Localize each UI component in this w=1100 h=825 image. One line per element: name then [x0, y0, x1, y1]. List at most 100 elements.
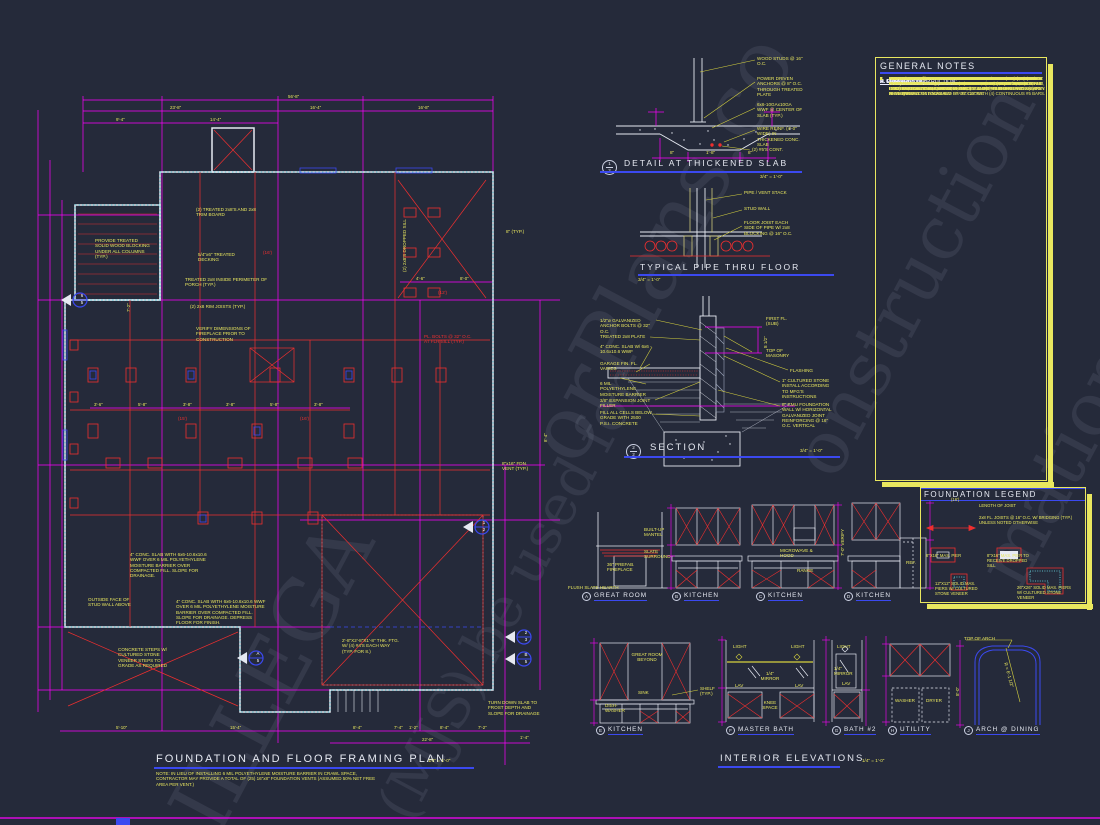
dimension-label: 5'-8": [138, 402, 147, 407]
elevation-name: KITCHEN: [684, 592, 720, 601]
note-line: 1. CARRY ALL FOOTINGS TO FIRM UNDISTURBE…: [880, 76, 1040, 97]
elevation-label: LIGHT: [837, 644, 851, 649]
plan-red-tag: (16'): [263, 250, 273, 255]
note-line: E. PIER FOOTINGS:: [880, 79, 931, 85]
section-title: SECTION: [650, 442, 707, 453]
callout: 8 1/2": [763, 336, 768, 348]
elevation-letter-bubble: F: [726, 726, 735, 735]
callout: PIPE / VENT STACK: [744, 190, 787, 195]
elevation-title: D KITCHEN: [844, 592, 892, 601]
elevation-letter-bubble: A: [582, 592, 591, 601]
plan-annotation: 8"x16" FDN. VENT (TYP.): [502, 461, 529, 472]
plan-title: FOUNDATION AND FLOOR FRAMING PLAN: [156, 753, 447, 765]
plan-annotation: 4" CONC. SLAB WITH 6x6-10.6x10.6 WWF OVE…: [176, 599, 266, 626]
note-line: 8. INSTALL EXTERIOR FINISH SYSTEMS PER M…: [880, 76, 1041, 92]
plan-annotation: PROVIDE TREATED SOLID WOOD BLOCKING UNDE…: [95, 238, 150, 259]
note-line: 2. PROVIDE DOUBLE JOISTS BELOW ALL PARAL…: [880, 76, 1037, 87]
general-notes-title: GENERAL NOTES: [880, 61, 1042, 74]
note-line: 4. SHEATH ALL EXTERIOR WALLS WITH NOMINA…: [880, 76, 1043, 87]
note-line: 4. FILL PIERS SOLID WITH 2500 P.S.I. CON…: [880, 76, 1008, 81]
elevation-name: MASTER BATH: [738, 726, 794, 735]
legend-glyphs: [925, 524, 1064, 595]
note-line: 2. PROVIDE 2'-0"x2'-8"x1'-8" DEEP CONCRE…: [880, 76, 1040, 87]
callout: FLOOR JOIST EACH SIDE OF PIPE W/ 2x8 BLO…: [744, 220, 793, 236]
plan-annotation: (2) TREATED 2x8'S AND 2x8 TRIM BOARD: [196, 207, 256, 218]
detail-reference-marker: 2 3: [504, 629, 532, 645]
callout: POWER DRIVEN ANCHORS @ 8" O.C. THROUGH T…: [757, 76, 803, 97]
dimension-label: 14'-4": [210, 117, 222, 122]
plan-annotation: 5/4"x6" TREATED DECKING: [198, 252, 235, 263]
interior-elevations-title: INTERIOR ELEVATIONS: [720, 753, 865, 764]
note-line: 4. ALL WOOD USED IN CONSTRUCTION OF DECK…: [880, 76, 1045, 92]
dimension-label: 5'-8": [270, 402, 279, 407]
dimension-label: 7'-2": [126, 303, 131, 312]
callout: WIRE REINF. (4'-0" WIDE) IN THICKENED CO…: [757, 126, 800, 147]
note-line: 4. PROVIDE BLOCKING BETWEEN STUDS AT 4'-…: [880, 76, 1013, 81]
elevation-label: 36" PREFAB. FIREPLACE: [607, 562, 635, 573]
section-bubble: 2 2: [626, 444, 641, 459]
detail-reference-marker: 1 2: [462, 519, 490, 535]
plan-annotation: TURN DOWN SLAB TO FROST DEPTH AND SLOPE …: [488, 700, 540, 716]
dimension-label: 8'-4": [440, 725, 449, 730]
dimension-label: 3'-8": [183, 402, 192, 407]
elevation-label: TOP OF ARCH: [964, 636, 995, 641]
dimension-label: 9'-4": [116, 117, 125, 122]
note-line: 2. CONTRACTOR SHALL VERIFY ALL DIMENSION…: [880, 76, 990, 81]
dimension-label: 3'-6": [94, 402, 103, 407]
callout: 6x6-10GAx10GA WWF @ CENTER OF SLAB (TYP.…: [757, 102, 803, 118]
callout: FLASHING: [790, 368, 813, 373]
note-line: 3. PROVIDE 2'-8" SQUARE x1'-8" DEEP CONC…: [880, 76, 1035, 87]
foundation-legend-panel: FOUNDATION LEGEND LENGTH OF JOIST(16')2x…: [920, 487, 1093, 610]
dimension-label: 3'-8": [314, 402, 323, 407]
legend-label: LENGTH OF JOIST: [979, 503, 1016, 508]
elevation-label: 1/4" MIRROR: [834, 666, 853, 677]
elevation-label: 1/4" MIRROR: [760, 671, 780, 682]
elevation-label: MICROWAVE & HOOD: [780, 548, 813, 559]
elevation-name: GREAT ROOM: [594, 592, 648, 601]
dimension-label: 15'-4": [230, 725, 242, 730]
elevation-letter-bubble: C: [756, 592, 765, 601]
note-line: 1. PROVIDE 1'-8"x1'-4"x1'-8" DEEP CONCRE…: [880, 76, 1040, 87]
elevation-label: LAV: [842, 681, 851, 686]
legend-label: 8"X16" MAS. PIER: [926, 553, 962, 558]
legend-label: 8"X16" MAS. PIER TO RECEIVE DROPPED SILL: [987, 553, 1029, 568]
dimension-label: 4'-6": [416, 276, 425, 281]
elevation-label: 7'-0" VERIFY: [840, 528, 845, 556]
title-underline: [600, 171, 802, 173]
elevation-name: UTILITY: [900, 726, 931, 735]
callout: 6 MIL POLYETHYLENE MOISTURE BARRIER: [600, 381, 646, 397]
dimension-label: 5'-10": [116, 725, 128, 730]
note-line: 3. CONTRACTOR SHALL COMPLY WITH THE CONT…: [880, 76, 1018, 87]
callout: 1/2"ø GALVANIZED ANCHOR BOLTS @ 32" O.C.: [600, 318, 650, 334]
elevation-title: E KITCHEN: [596, 726, 644, 735]
plan-annotation: 2'-8"X2'-8"X1'-8" THK. FTG. W/ (4) #4'S …: [342, 638, 399, 654]
detail-reference-marker: B 5: [504, 651, 532, 667]
dimension-label: 1'-4": [520, 735, 529, 740]
dimension-label: 16'-4": [310, 105, 322, 110]
note-line: 2. SPLICE ONLY ONE CORNER STUD AT ANY SP…: [880, 76, 1043, 87]
plan-red-tag: (16'): [300, 416, 310, 421]
callout: 8" CMU FOUNDATION WALL W/ HORIZONTAL GAL…: [782, 402, 832, 429]
elevation-title: A GREAT ROOM: [582, 592, 648, 601]
elevation-label: SINK: [638, 690, 649, 695]
note-line: C. VENTILATION:: [880, 79, 924, 85]
elevation-label: 8'-0": [955, 686, 960, 696]
elevation-label: LIGHT: [733, 644, 747, 649]
elevation-letter-bubble: G: [832, 726, 841, 735]
elevation-name: KITCHEN: [856, 592, 892, 601]
callout: WOOD STUDS @ 16" O.C.: [757, 56, 803, 67]
note-line: 1. USE NOMINAL 1/2" STRUCTURAL GRADE 2 P…: [880, 76, 1039, 87]
callout: GARAGE FIN. FL. VARIES: [600, 361, 638, 372]
callout: (2) #5'S CONT.: [752, 147, 783, 152]
note-line: PIER FOOTINGS (TYPICAL UNLESS NOTED OTHE…: [889, 76, 1008, 81]
elevation-letter-bubble: J: [964, 726, 973, 735]
elevation-letter-bubble: E: [596, 726, 605, 735]
callout: STUD WALL: [744, 206, 771, 211]
plan-annotation: OUTSIDE FACE OF STUD WALL ABOVE: [88, 597, 131, 608]
plan-annotation: 4" CONC. SLAB WITH 6x6-10.6x10.6 WWF OVE…: [130, 552, 207, 579]
plan-annotation: VERIFY DIMENSIONS OF FIREPLACE PRIOR TO …: [196, 326, 251, 342]
plan-annotation: (2) 2x8 RIM JOISTS (TYP.): [190, 304, 246, 309]
foundation-legend-title: FOUNDATION LEGEND: [921, 488, 1085, 501]
